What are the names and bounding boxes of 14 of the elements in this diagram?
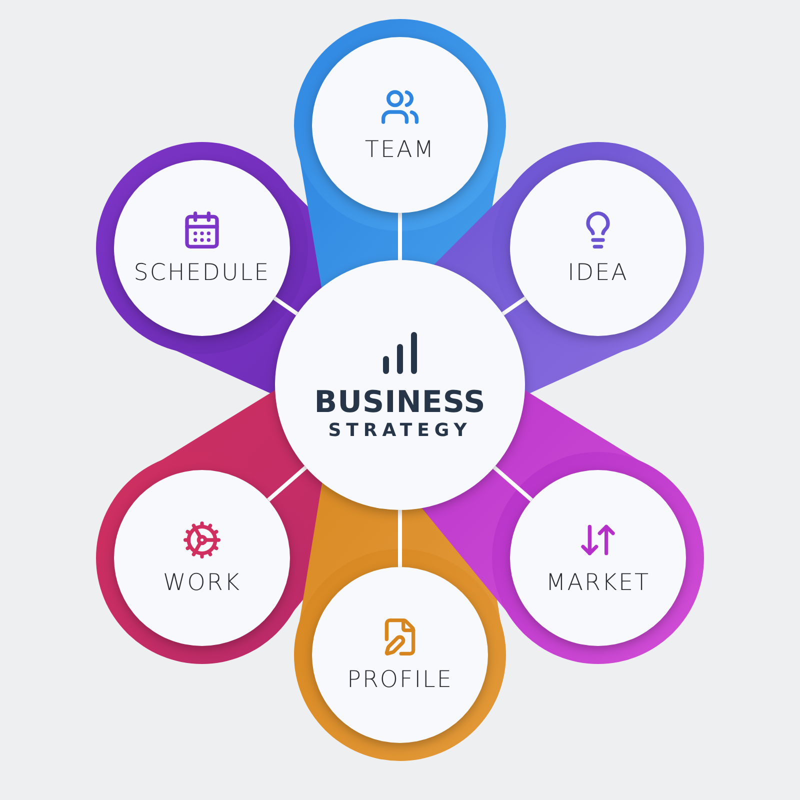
connector-line: [398, 510, 402, 567]
center-title: BUSINESS: [314, 385, 486, 420]
topic-label: PROFILE: [347, 667, 453, 693]
connector-line: [492, 466, 534, 502]
center-subtitle: STRATEGY: [328, 420, 472, 441]
connector-line: [398, 213, 402, 260]
topic-label: TEAM: [364, 137, 436, 163]
connector-line: [502, 296, 527, 316]
connector-line: [273, 296, 298, 316]
connector-line: [266, 466, 308, 502]
topic-label: IDEA: [568, 260, 628, 286]
topic-label: WORK: [163, 570, 241, 596]
topic-label: SCHEDULE: [134, 260, 270, 286]
topic-label: MARKET: [546, 570, 650, 596]
